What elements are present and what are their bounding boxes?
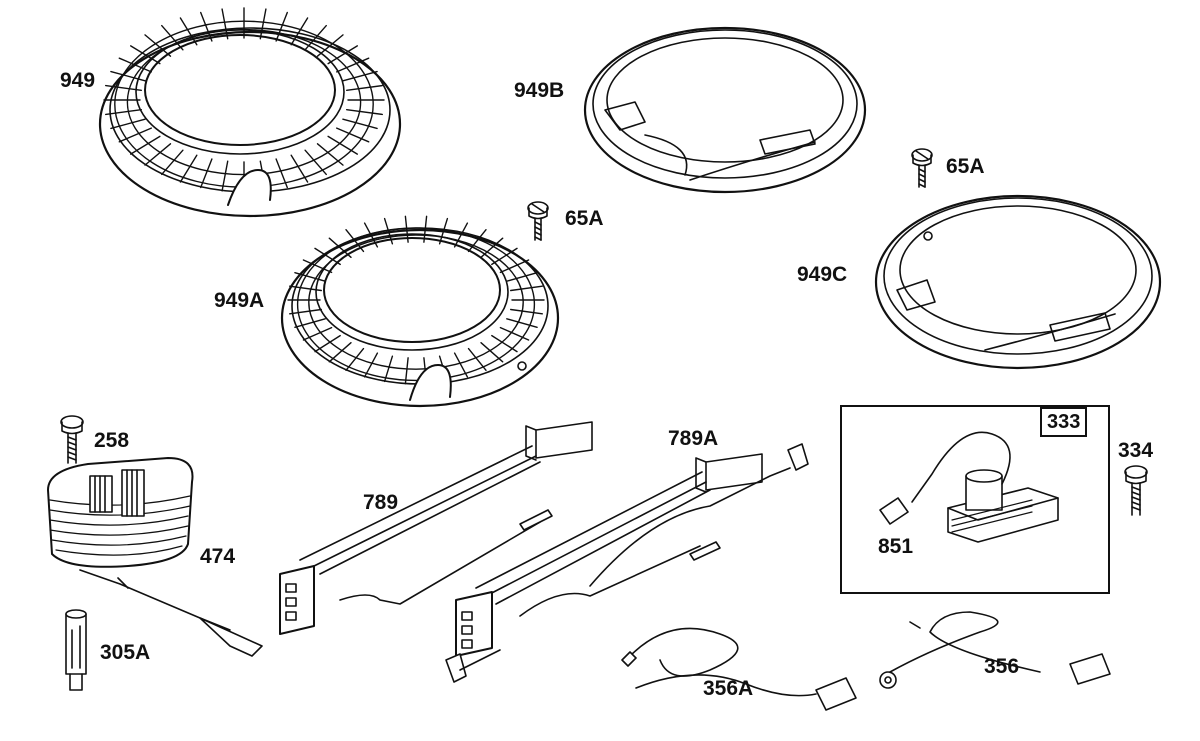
grille-rib [104, 108, 143, 116]
label-356A: 356A [703, 677, 754, 700]
shroud-949-drawing [98, 7, 402, 218]
grille-rib [289, 308, 322, 315]
armature-474-drawing [47, 457, 263, 657]
shroud-949A-drawing [280, 215, 560, 408]
grille-rib [336, 57, 370, 73]
grille-rib [221, 8, 229, 40]
grille-rib [160, 24, 184, 51]
grille-rib [199, 11, 213, 42]
grille-rib [499, 259, 530, 274]
grille-rib [510, 285, 543, 292]
grille-rib [327, 45, 358, 65]
grille-rib [438, 217, 449, 245]
grille-rib [345, 228, 365, 253]
coil-851-drawing [879, 431, 1059, 543]
label-333: 333 [1040, 407, 1088, 437]
grille-rib [342, 70, 378, 82]
grille-rib [294, 318, 326, 328]
grille-ring [308, 234, 524, 370]
grille-rib [328, 237, 352, 258]
shroud-949B-drawing [583, 26, 867, 194]
grille-rib [499, 326, 530, 341]
grille-rib [294, 272, 326, 282]
label-356: 356 [984, 655, 1020, 678]
grille-rib [506, 318, 538, 328]
grille-rib [302, 259, 333, 274]
label-65A-top: 65A [946, 155, 985, 178]
label-789: 789 [363, 491, 399, 514]
screw-258-drawing [60, 415, 84, 464]
grille-rib [304, 24, 327, 51]
screw-65A-mid-drawing [527, 201, 549, 241]
grille-rib [118, 57, 153, 73]
grille-rib [275, 11, 288, 42]
kit-box-333 [840, 405, 1110, 594]
label-949A: 949A [214, 289, 265, 312]
grille-rib [314, 247, 341, 266]
grille-rib [336, 127, 370, 143]
grille-ring [296, 227, 536, 382]
label-949B: 949B [514, 79, 565, 102]
grille-rib [259, 8, 267, 40]
screw-65A-top-drawing [911, 148, 933, 188]
grille-rib [480, 237, 504, 258]
grille-rib [302, 326, 333, 341]
grille-rib [316, 34, 344, 57]
grille-ring [126, 28, 362, 176]
grille-rib [316, 143, 344, 166]
grille-rib [342, 118, 378, 130]
grille-rib [129, 135, 161, 155]
harness-789-drawing [279, 421, 593, 635]
grille-rib [491, 247, 518, 266]
label-474: 474 [200, 545, 236, 568]
grille-rib [423, 215, 428, 243]
grille-rib [289, 285, 322, 292]
grille-rib [290, 17, 309, 46]
grille-rib [346, 108, 383, 116]
grille-rib [144, 143, 172, 166]
grille-rib [467, 228, 487, 253]
label-851: 851 [878, 535, 914, 558]
grille-rib [383, 217, 394, 245]
grille-rib [506, 272, 538, 282]
grille-rib [118, 127, 153, 143]
wire-356-drawing [879, 611, 1111, 689]
label-65A-mid: 65A [565, 207, 604, 230]
grille-rib [404, 357, 409, 385]
grille-rib [363, 222, 379, 248]
harness-789A-drawing [445, 443, 809, 683]
grille-rib [510, 308, 543, 315]
grille-rib [179, 17, 198, 46]
grille-rib [110, 70, 146, 82]
grille-rib [110, 118, 146, 130]
screw-334-drawing [1124, 465, 1148, 516]
label-949C: 949C [797, 263, 848, 286]
label-305A: 305A [100, 641, 151, 664]
label-949: 949 [60, 69, 96, 92]
label-789A: 789A [668, 427, 719, 450]
grille-rib [453, 222, 469, 248]
grille-rib [129, 45, 161, 65]
grille-rib [144, 34, 172, 57]
wire-356A-drawing [621, 627, 857, 711]
grille-rib [404, 215, 409, 243]
shroud-949C-drawing [874, 194, 1162, 370]
grille-rib [327, 135, 358, 155]
label-334: 334 [1118, 439, 1154, 462]
label-258: 258 [94, 429, 130, 452]
standoff-305A-drawing [65, 609, 87, 691]
grille-rib [104, 84, 143, 92]
grille-rib [346, 84, 383, 92]
